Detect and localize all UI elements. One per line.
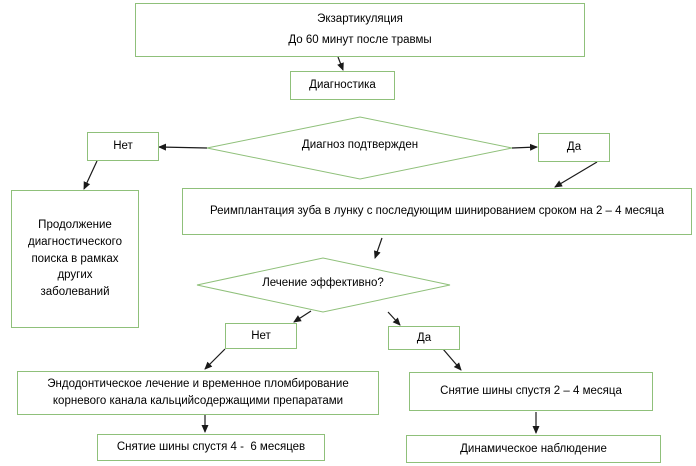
splint-removal-2-4-label: Снятие шины спустя 2 – 4 месяца	[440, 385, 622, 398]
treatment-effective-label: Лечение эффективно?	[262, 277, 384, 289]
dynamic-observation-box: Динамическое наблюдение	[406, 435, 661, 463]
yes-box-2: Да	[388, 326, 460, 350]
decision-diamond-treatment	[196, 257, 451, 313]
yes-label-1: Да	[566, 141, 582, 154]
arrow-diamond-to-no	[158, 143, 208, 151]
arrow-decision-to-yes	[387, 311, 401, 326]
diagnostics-label: Диагностика	[309, 79, 376, 92]
dynamic-observation-label: Динамическое наблюдение	[460, 442, 607, 455]
replantation-box: Реимплантация зуба в лунку с последующим…	[182, 188, 692, 235]
endodontic-line-1: Эндодонтическое лечение и временное плом…	[47, 378, 349, 391]
replantation-label: Реимплантация зуба в лунку с последующим…	[210, 205, 664, 218]
diagnostics-box: Диагностика	[290, 71, 395, 100]
arrow-yes-to-removal	[442, 348, 462, 371]
diagnosis-confirmed-label: Диагноз подтвержден	[301, 139, 419, 151]
no-box-1: Нет	[87, 132, 159, 161]
continue-search-box: Продолжение диагностического поиска в ра…	[11, 190, 139, 328]
splint-removal-4-6-label: Снятие шины спустя 4 - 6 месяцев	[116, 441, 306, 454]
no-box-2: Нет	[225, 323, 297, 349]
arrow-diamond-to-yes	[511, 143, 538, 151]
endodontic-line-2: корневого канала кальцийсодержащими преп…	[52, 395, 344, 407]
yes-label-2: Да	[416, 331, 432, 344]
continue-line-3: поиска в рамках	[31, 252, 119, 265]
arrow-no-to-continue	[83, 160, 98, 190]
arrow-no-to-endodontic	[204, 348, 226, 370]
yes-box-1: Да	[538, 133, 610, 162]
arrow-decision-to-no	[293, 310, 312, 323]
exarticulation-title: Экзартикуляция	[317, 13, 403, 26]
arrow-yes-to-replantation	[554, 161, 598, 188]
continue-line-2: диагностического	[28, 235, 122, 248]
splint-removal-4-6-box: Снятие шины спустя 4 - 6 месяцев	[97, 434, 325, 461]
no-label-2: Нет	[251, 329, 271, 342]
continue-line-5: заболеваний	[40, 286, 110, 298]
arrow-exarticulation-to-diagnostics	[337, 56, 344, 71]
arrow-replantation-to-decision	[374, 237, 383, 259]
no-label-1: Нет	[113, 140, 133, 153]
splint-removal-2-4-box: Снятие шины спустя 2 – 4 месяца	[409, 372, 653, 411]
exarticulation-box: Экзартикуляция До 60 минут после травмы	[135, 3, 585, 57]
continue-line-1: Продолжение	[38, 219, 112, 232]
continue-line-4: других	[57, 269, 93, 282]
endodontic-box: Эндодонтическое лечение и временное плом…	[17, 371, 379, 415]
exarticulation-subtitle: До 60 минут после травмы	[288, 34, 432, 46]
